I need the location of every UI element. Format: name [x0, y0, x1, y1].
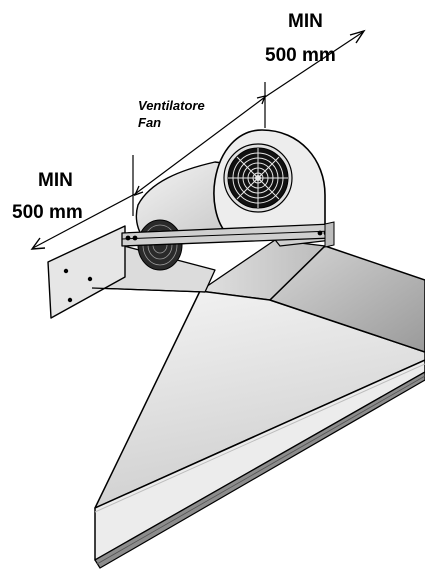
fan-grille [223, 143, 293, 213]
hood-front-panel [94, 290, 425, 509]
hood-side-panel [269, 245, 425, 353]
hood [94, 239, 425, 569]
hood-front-skirt [94, 359, 425, 561]
label-min-left: MIN [38, 170, 73, 191]
label-distance-left: 500 mm [12, 202, 83, 223]
screw-hole [63, 268, 69, 274]
dimension-line-top [264, 31, 364, 98]
label-fan-english: Fan [138, 115, 161, 130]
dimension-lines [30, 29, 366, 250]
screw-hole [87, 276, 93, 282]
dimension-line-fan-axis [134, 96, 266, 195]
label-fan-italian: Ventilatore [138, 98, 205, 113]
bracket-wall-plate [47, 225, 126, 319]
label-min-top: MIN [288, 11, 323, 32]
screw-hole [67, 297, 73, 303]
label-distance-top: 500 mm [265, 45, 336, 66]
centrifugal-fan [121, 129, 335, 271]
dimension-line-left [32, 193, 136, 249]
hood-bottom-lip [94, 371, 425, 569]
